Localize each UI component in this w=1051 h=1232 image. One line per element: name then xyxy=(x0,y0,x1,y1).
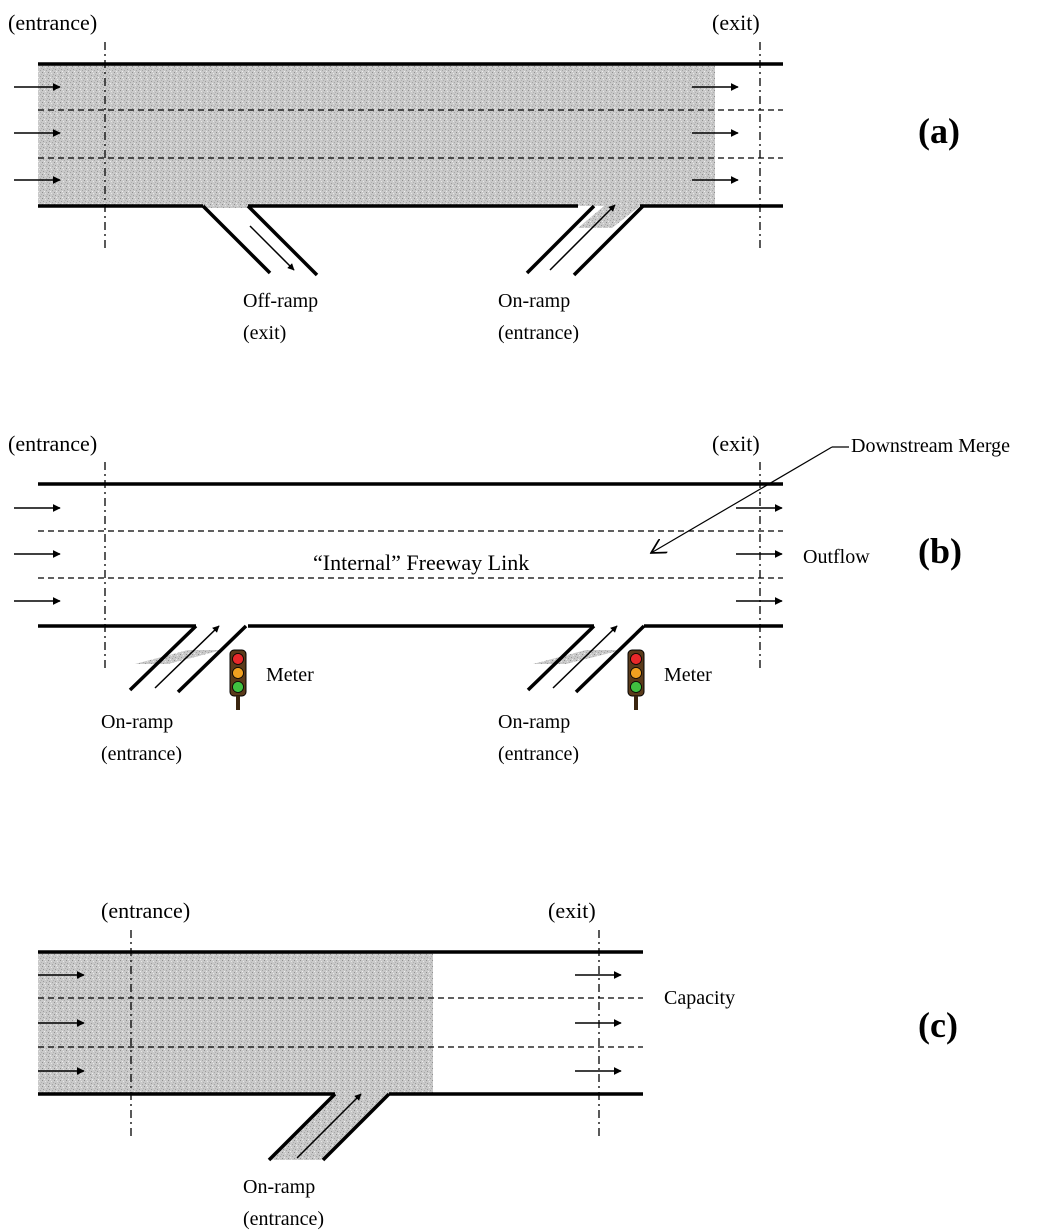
on-ramp-sublabel: (entrance) xyxy=(101,743,182,765)
on-ramp-edge xyxy=(525,204,596,275)
traffic-signal-icon xyxy=(229,649,247,711)
entrance-label: (entrance) xyxy=(8,10,97,35)
on-ramp-edge xyxy=(321,1092,391,1162)
on-ramp-congestion xyxy=(578,206,640,228)
on-ramp-edge xyxy=(267,1092,337,1162)
off-ramp-arrow xyxy=(249,225,295,271)
off-ramp-label: Off-ramp xyxy=(243,290,318,312)
on-ramp-arrow xyxy=(552,625,618,689)
panel-b: (entrance) (exit) Downstream Merge “Inte… xyxy=(8,431,1010,765)
downstream-merge-pointer xyxy=(651,446,833,553)
off-ramp-congestion xyxy=(203,205,248,208)
exit-label: (exit) xyxy=(712,10,760,35)
on-ramp-arrow xyxy=(549,204,616,271)
on-ramp-sublabel: (entrance) xyxy=(243,1208,324,1230)
panel-label-a: (a) xyxy=(918,111,960,151)
off-ramp-sublabel: (exit) xyxy=(243,322,286,344)
exit-label: (exit) xyxy=(712,431,760,456)
on-ramp-label: On-ramp xyxy=(498,711,570,733)
on-ramp-label: On-ramp xyxy=(101,711,173,733)
on-ramp-label: On-ramp xyxy=(498,290,570,312)
on-ramp-sublabel: (entrance) xyxy=(498,743,579,765)
panel-label-b: (b) xyxy=(918,531,962,571)
on-ramp-congestion xyxy=(135,650,222,664)
on-ramp-edge xyxy=(128,624,198,692)
on-ramp-sublabel: (entrance) xyxy=(498,322,579,344)
congestion-area xyxy=(38,64,715,206)
on-ramp-label: On-ramp xyxy=(243,1176,315,1198)
meter-label: Meter xyxy=(664,664,712,686)
meter-label: Meter xyxy=(266,664,314,686)
internal-link-label: “Internal” Freeway Link xyxy=(313,550,529,575)
entrance-label: (entrance) xyxy=(8,431,97,456)
on-ramp-congestion xyxy=(533,650,622,664)
panel-c: (entrance) (exit) Capacity (c) On-ramp (… xyxy=(38,898,958,1230)
on-ramp-edge xyxy=(574,624,646,694)
exit-label: (exit) xyxy=(548,898,596,923)
on-ramp-arrow xyxy=(296,1093,362,1159)
off-ramp-edge xyxy=(246,204,319,277)
downstream-merge-label: Downstream Merge xyxy=(851,435,1010,457)
off-ramp-edge xyxy=(201,204,272,275)
entrance-label: (entrance) xyxy=(101,898,190,923)
panel-a: (entrance) (exit) (a) Off-ramp (exit) On… xyxy=(8,10,960,344)
outflow-label: Outflow xyxy=(803,546,870,568)
on-ramp-edge xyxy=(526,624,596,692)
panel-label-c: (c) xyxy=(918,1005,958,1045)
capacity-label: Capacity xyxy=(664,987,735,1009)
traffic-signal-icon xyxy=(627,649,645,711)
on-ramp-edge xyxy=(176,624,248,694)
congestion-area xyxy=(38,952,433,1094)
on-ramp-arrow xyxy=(154,625,220,689)
on-ramp-edge xyxy=(572,204,645,277)
